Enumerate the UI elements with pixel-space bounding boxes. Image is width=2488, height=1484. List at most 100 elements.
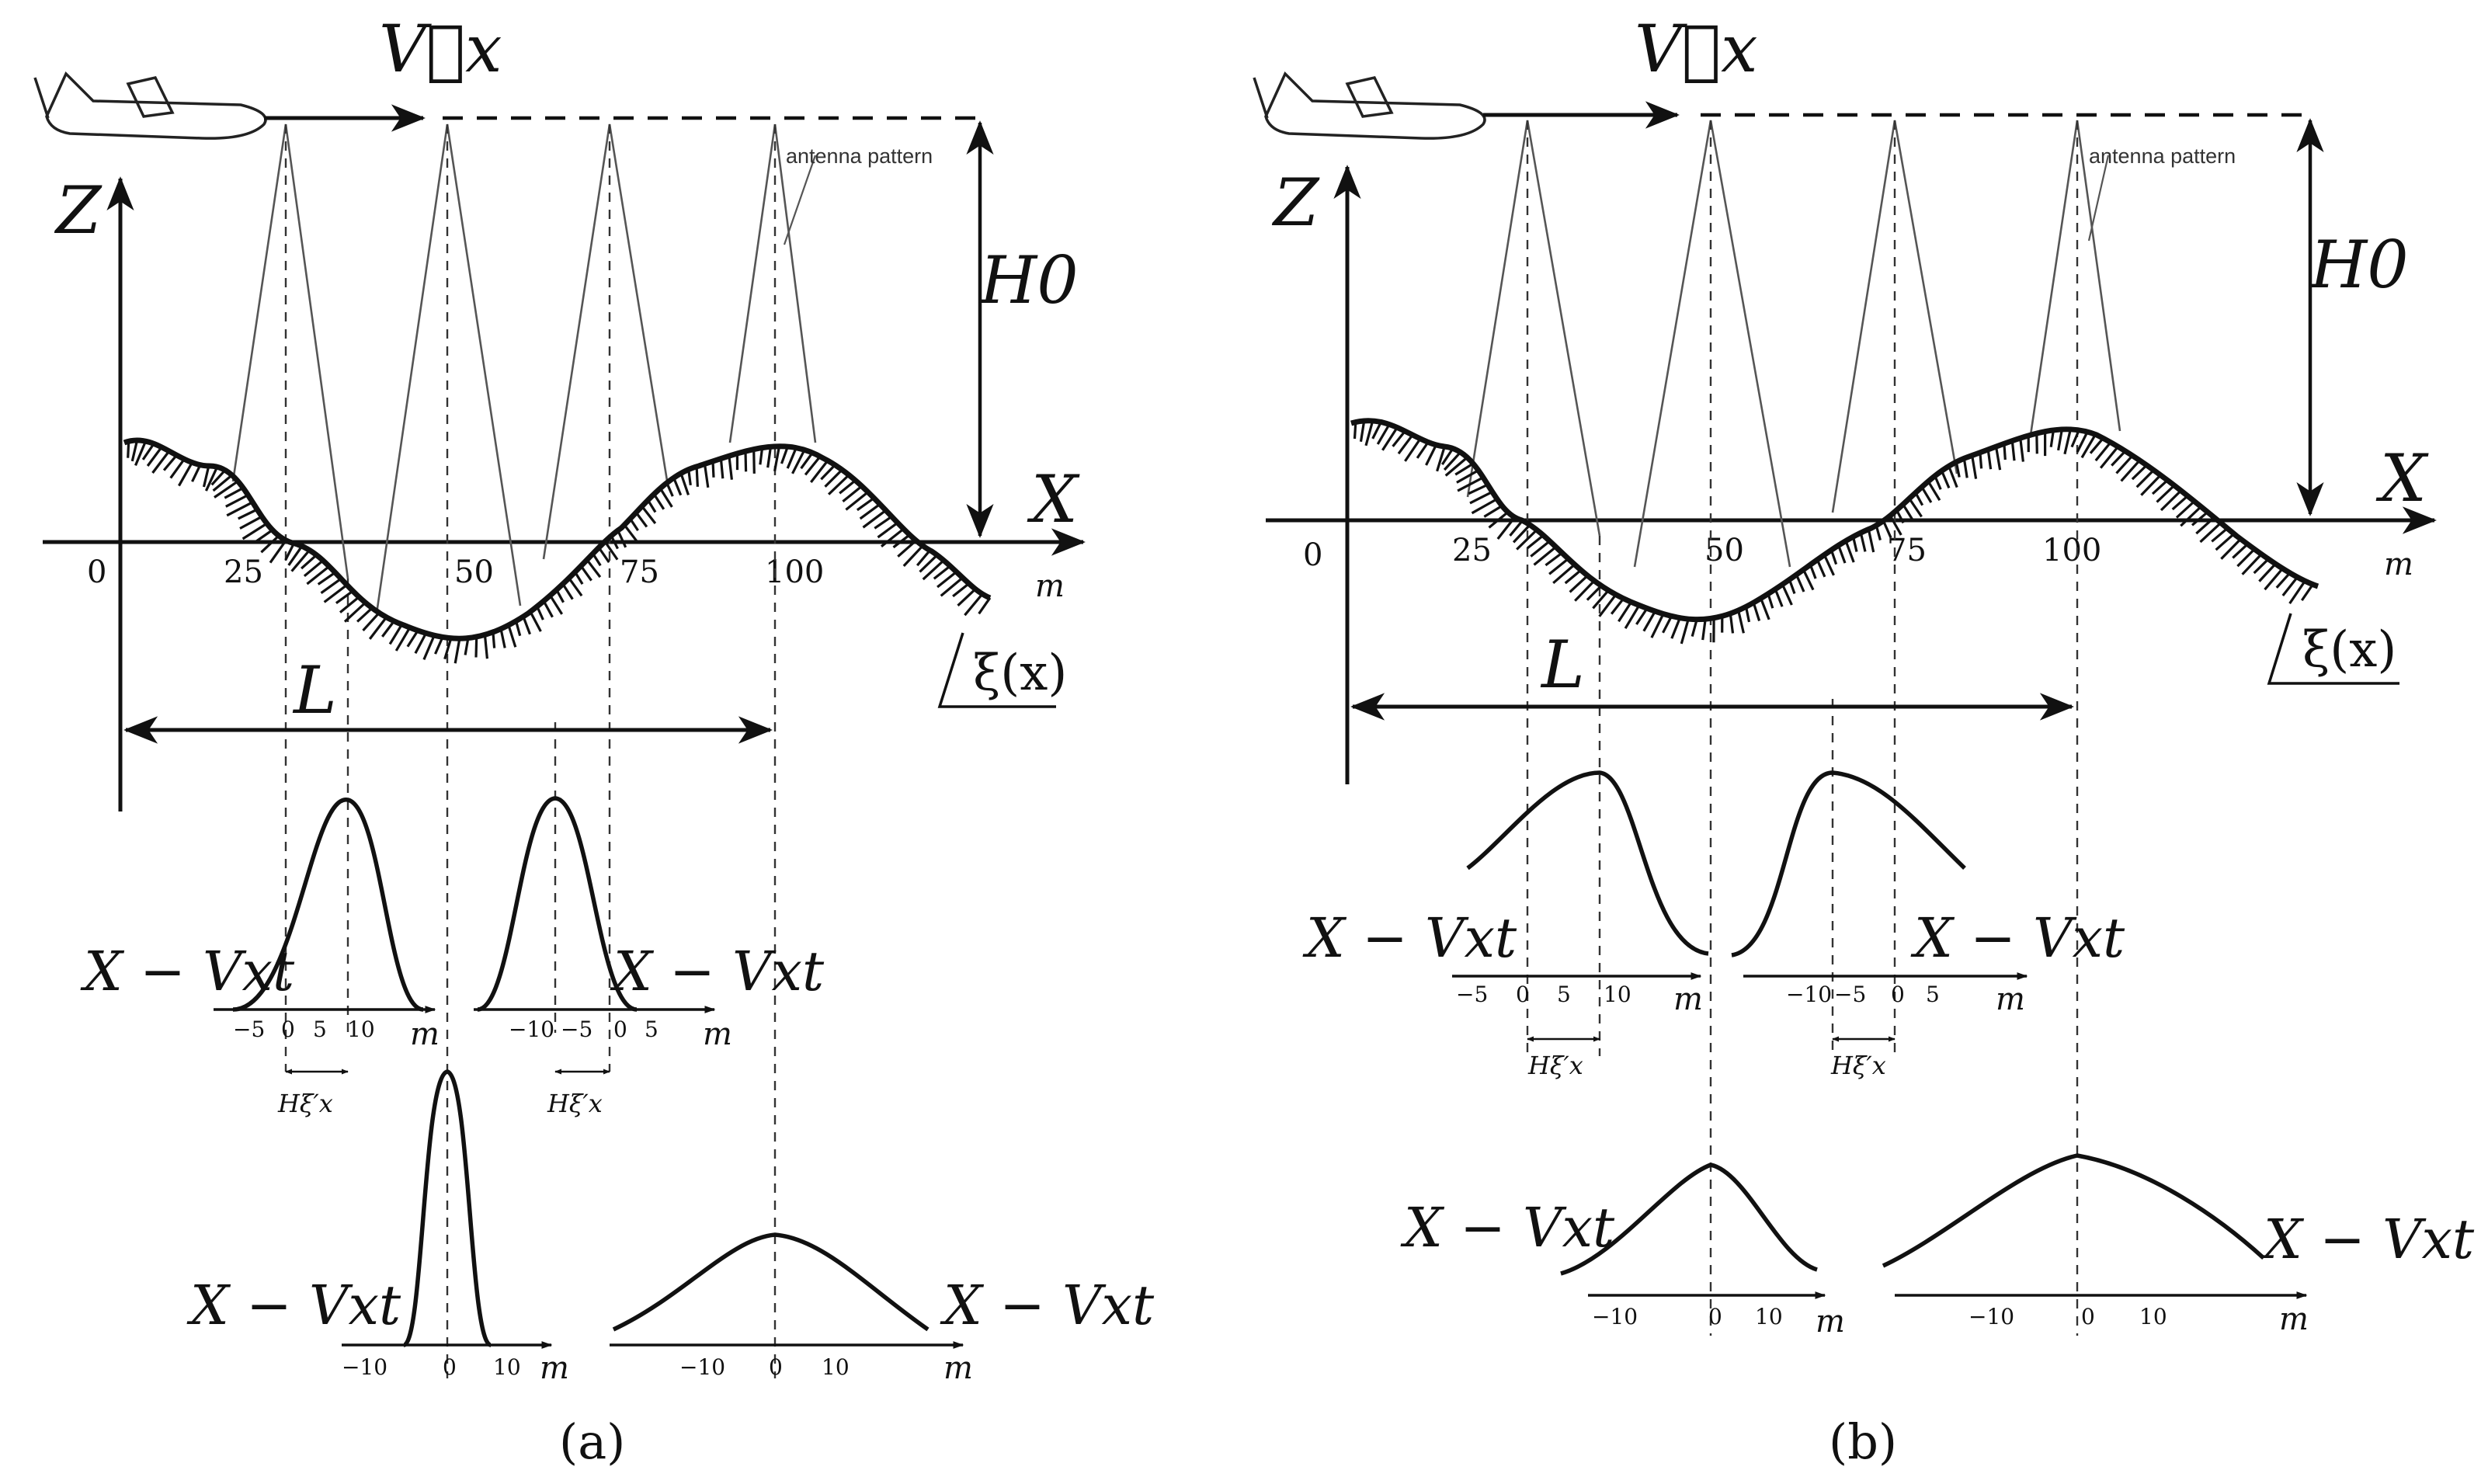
hatch-stroke — [2003, 443, 2007, 460]
svg-text:X − Vxt: X − Vxt — [1910, 906, 2125, 970]
hatch-stroke — [892, 533, 911, 549]
hatch-stroke — [1483, 505, 1503, 518]
hatch-stroke — [820, 464, 836, 481]
hatch-stroke — [356, 606, 374, 623]
hatch-stroke — [711, 460, 715, 478]
x-tick-25: 25 — [1452, 533, 1492, 568]
x-unit-label: m — [2384, 547, 2413, 582]
hatch-stroke — [443, 638, 453, 660]
subplot-b-2: −10 −5 0 5 m X − Vxt Hξ′x — [1731, 770, 2125, 1080]
hatch-stroke — [952, 582, 970, 598]
hatch-stroke — [874, 515, 893, 530]
hatch-stroke — [2080, 433, 2097, 459]
hatch-stroke — [1680, 618, 1690, 645]
hatch-stroke — [2275, 572, 2292, 589]
hatch-stroke — [434, 636, 444, 655]
hatch-stroke — [204, 466, 219, 492]
svg-text:10: 10 — [1755, 1304, 1783, 1329]
hatch-stroke — [1844, 540, 1855, 563]
hatch-stroke — [549, 594, 564, 615]
hatch-stroke — [827, 474, 850, 495]
hatch-stroke — [658, 488, 673, 508]
xi-pointer — [2267, 613, 2399, 685]
svg-text:10: 10 — [1604, 982, 1631, 1007]
svg-text:−10: −10 — [342, 1354, 387, 1380]
hatch-stroke — [1691, 619, 1698, 638]
svg-text:0: 0 — [281, 1017, 295, 1042]
hatch-stroke — [394, 627, 412, 652]
hatch-stroke — [1624, 604, 1641, 630]
guide-lines — [284, 124, 777, 1378]
hatch-stroke — [1376, 423, 1391, 445]
hatch-stroke — [290, 549, 311, 572]
hatch-stroke — [791, 449, 806, 474]
svg-text:10: 10 — [347, 1017, 375, 1042]
hatch-stroke — [1902, 503, 1914, 521]
hatch-stroke — [780, 446, 789, 464]
svg-text:5: 5 — [1926, 982, 1940, 1007]
terrain-surface — [1350, 418, 2319, 623]
hatch-stroke — [343, 601, 367, 623]
hatch-stroke — [1867, 529, 1875, 553]
svg-text:X − Vxt: X − Vxt — [610, 940, 825, 1003]
hatch-stroke — [214, 480, 239, 499]
hatch-stroke — [388, 624, 403, 645]
antenna-leader — [783, 155, 817, 245]
hatch-stroke — [1564, 568, 1582, 585]
hatch-stroke — [1416, 441, 1430, 459]
xi-label: ξ(x) — [973, 645, 1067, 702]
hatch-stroke — [134, 440, 147, 467]
svg-text:10: 10 — [822, 1354, 850, 1380]
svg-text:Hξ′x: Hξ′x — [1527, 1051, 1583, 1080]
L-label: L — [292, 652, 337, 728]
hatch-stroke — [2151, 479, 2169, 495]
svg-text:X − Vxt: X − Vxt — [1302, 906, 1517, 970]
hatch-stroke — [579, 565, 592, 582]
hatch-stroke — [1509, 520, 1524, 537]
hatch-stroke — [586, 558, 602, 579]
hatch-stroke — [239, 515, 263, 530]
hatch-stroke — [1701, 618, 1707, 641]
hatch-stroke — [1927, 480, 1941, 502]
hatch-stroke — [687, 469, 692, 486]
velocity-text: V⃗x — [1635, 11, 1757, 87]
x-tick-50: 50 — [454, 554, 494, 590]
hatch-stroke — [978, 596, 992, 615]
hatch-stroke — [303, 559, 325, 578]
hatch-stroke — [634, 512, 648, 528]
svg-text:0: 0 — [2081, 1304, 2095, 1329]
svg-text:X − Vxt: X − Vxt — [1400, 1196, 1615, 1260]
hatch-stroke — [514, 620, 522, 637]
hatch-stroke — [301, 554, 318, 570]
xi-label: ξ(x) — [2302, 621, 2396, 679]
hatch-stroke — [2264, 568, 2284, 591]
hatch-stroke — [2180, 506, 2202, 527]
hatch-stroke — [902, 544, 924, 567]
L-label: L — [1540, 627, 1585, 703]
subplot-b-1: −5 0 5 10 m X − Vxt Hξ′x — [1302, 770, 1709, 1080]
svg-text:Hξ′x: Hξ′x — [277, 1089, 333, 1118]
hatch-stroke — [617, 530, 627, 548]
hatch-stroke — [877, 521, 898, 539]
hatch-stroke — [1353, 422, 1357, 440]
hatch-stroke — [284, 542, 295, 561]
hatch-stroke — [940, 576, 964, 597]
antenna-beams — [1466, 120, 2121, 568]
hatch-stroke — [2171, 495, 2189, 511]
hatch-stroke — [499, 628, 506, 648]
x-axis-label: X — [1027, 461, 1080, 537]
hatch-stroke — [592, 553, 602, 567]
hatch-stroke — [1920, 486, 1933, 503]
hatch-stroke — [2089, 437, 2104, 454]
hatch-stroke — [2063, 429, 2072, 455]
hatch-stroke — [1994, 446, 2002, 471]
hatch-stroke — [561, 583, 574, 600]
svg-text:0: 0 — [1891, 982, 1905, 1007]
hatch-stroke — [507, 624, 517, 648]
hatch-stroke — [1795, 574, 1805, 593]
svg-text:m: m — [2279, 1302, 2309, 1337]
hatch-stroke — [317, 571, 336, 586]
hatch-stroke — [957, 588, 977, 606]
hatch-stroke — [679, 472, 690, 495]
hatch-stroke — [1545, 551, 1563, 567]
